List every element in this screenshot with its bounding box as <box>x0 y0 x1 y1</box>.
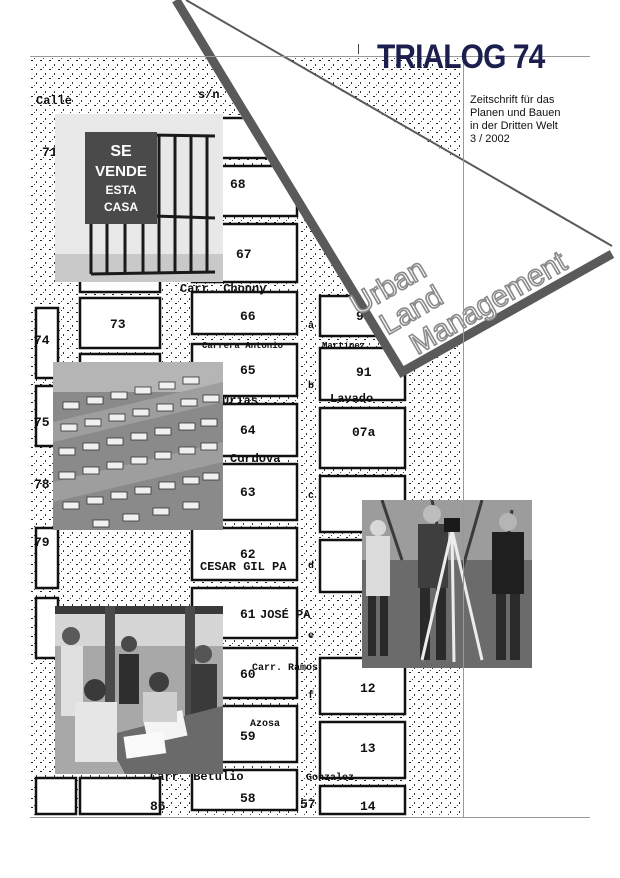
map-block-number: 73 <box>110 317 126 332</box>
map-street-label: Gonzalez <box>306 772 354 784</box>
map-street-label: Carrera Antonio <box>202 341 283 351</box>
map-block-number: 61 <box>240 607 256 622</box>
subtitle-line: Zeitschrift für das <box>470 94 555 106</box>
map-block-number: 90 <box>356 309 372 324</box>
map-block-number: 91 <box>356 365 372 380</box>
photo-aerial-housing <box>53 362 223 530</box>
subtitle-line: in der Dritten Welt <box>470 120 558 132</box>
sign-text: ESTA <box>105 183 136 197</box>
map-street-label: Carr. Ramos <box>252 663 318 674</box>
map-block-number: 74 <box>34 333 50 348</box>
title-tick <box>358 44 359 54</box>
sign-text: SE <box>110 143 132 160</box>
map-street-label: JOSÉ PA <box>260 607 311 622</box>
subtitle-line: Planen und Bauen <box>470 107 561 119</box>
map-block-letter: b <box>308 380 314 392</box>
map-block-number: 75 <box>34 415 50 430</box>
map-block-number: 57 <box>300 797 316 812</box>
map-street-label: s/n <box>198 88 220 102</box>
map-block-number: 64 <box>240 423 256 438</box>
map-block-number: 07a <box>352 425 376 440</box>
map-street-label: Cordova <box>230 452 280 466</box>
top-rule <box>30 56 590 57</box>
map-block-number: 12 <box>360 681 376 696</box>
map-block-letter: d <box>308 560 314 572</box>
map-block-letter: c <box>308 491 314 502</box>
map-block-number: 63 <box>240 485 256 500</box>
map-block-number: 68 <box>230 177 246 192</box>
map-block-number: 65 <box>240 363 256 378</box>
map-street-label: Lavado <box>330 392 373 406</box>
map-block-number: 79 <box>34 535 50 550</box>
sign-text: VENDE <box>95 163 147 180</box>
map-street-label: CESAR GIL PA <box>200 560 287 574</box>
journal-title: TRIALOG 74 <box>377 38 545 76</box>
map-block-number: 58 <box>240 791 256 806</box>
journal-subtitle: Zeitschrift für das Planen und Bauen in … <box>470 94 610 146</box>
map-street-label: Carr. Chonny <box>180 282 266 296</box>
map-block-number: 14 <box>360 799 376 814</box>
map-block-number: 78 <box>34 477 50 492</box>
map-block-letter: a <box>308 321 314 332</box>
map-street-label: Urias <box>222 394 258 408</box>
map-block-number: 59 <box>240 729 256 744</box>
issue-date: 3 / 2002 <box>470 133 510 145</box>
map-block-number: 60 <box>240 667 256 682</box>
right-rule <box>463 56 464 818</box>
map-block-number: 13 <box>360 741 376 756</box>
photo-house-for-sale: SE VENDE ESTA CASA <box>55 114 223 282</box>
sign-text: CASA <box>104 200 138 214</box>
map-block-letter: f <box>308 690 314 702</box>
map-block-number: 66 <box>240 309 256 324</box>
map-block-letter: e <box>308 631 314 642</box>
photo-surveyors <box>362 500 532 668</box>
map-block-number: 71 <box>42 145 58 160</box>
map-block-number: 67 <box>236 247 252 262</box>
map-street-label: Martínez <box>322 341 365 351</box>
map-street-label: Azosa <box>250 719 280 730</box>
photo-meeting <box>55 606 223 774</box>
bottom-rule <box>30 817 590 818</box>
map-block-number: 62 <box>240 547 256 562</box>
map-block-number: 86 <box>150 799 166 814</box>
map-street-label: Calle <box>36 94 72 108</box>
